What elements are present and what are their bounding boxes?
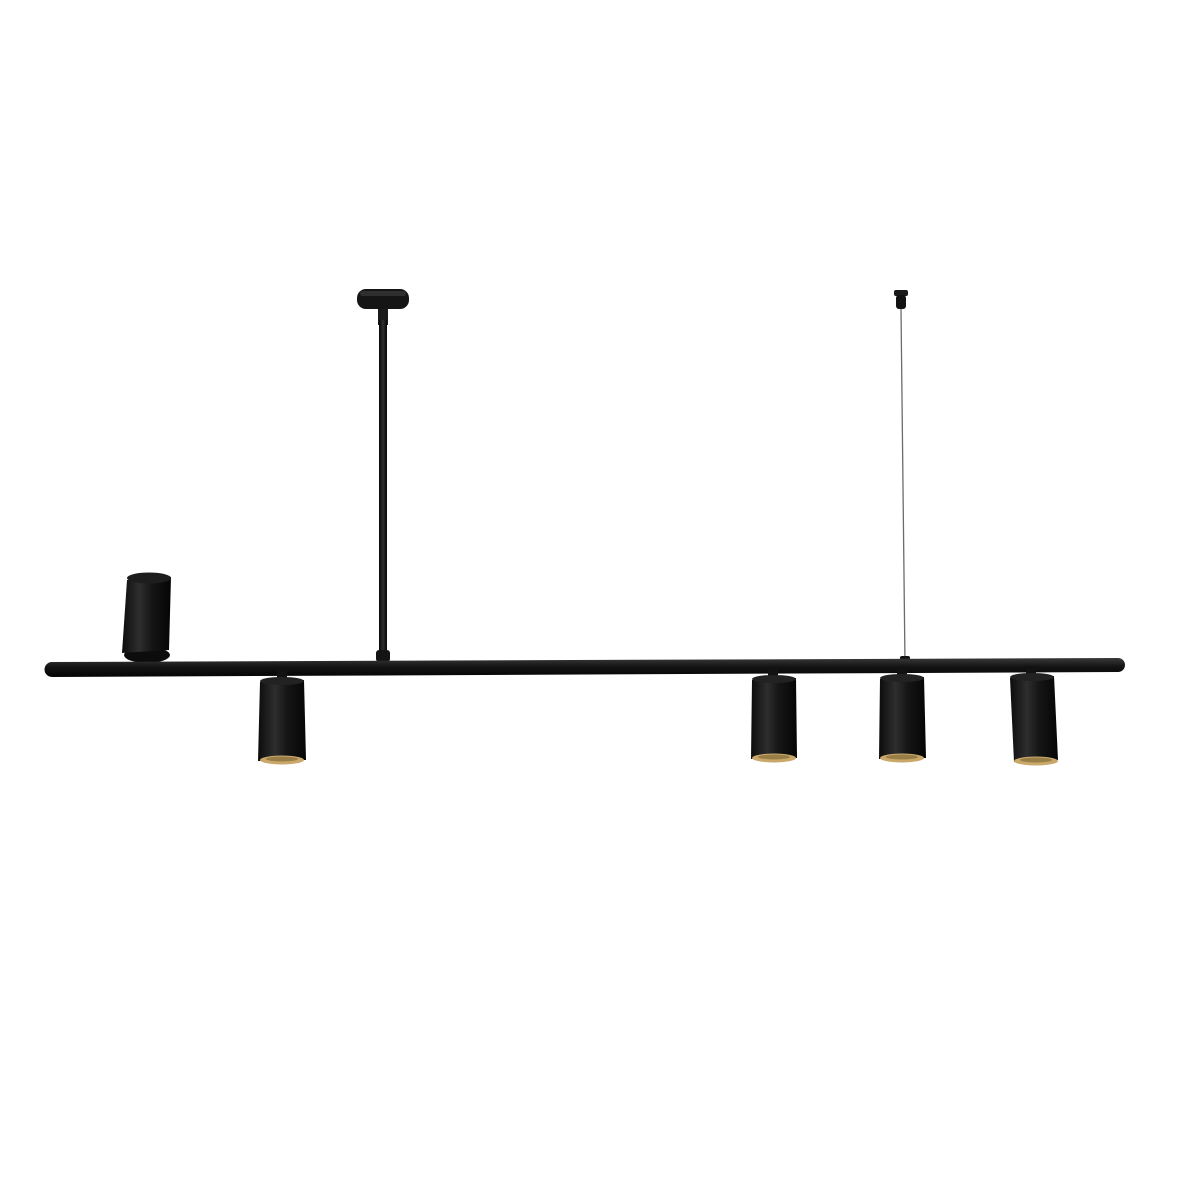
- spotlight-down: [751, 668, 797, 763]
- ceiling-canopy: [357, 289, 409, 325]
- spotlight-down: [879, 667, 926, 763]
- suspension-cable: [900, 308, 906, 665]
- spotlight-down: [1010, 666, 1058, 766]
- wire-anchor: [894, 290, 908, 309]
- spotlight-down: [258, 670, 306, 765]
- rod-joint: [376, 650, 390, 662]
- spotlight-up: [122, 572, 171, 663]
- main-bar: [44, 658, 1126, 677]
- suspension-rod: [379, 320, 387, 660]
